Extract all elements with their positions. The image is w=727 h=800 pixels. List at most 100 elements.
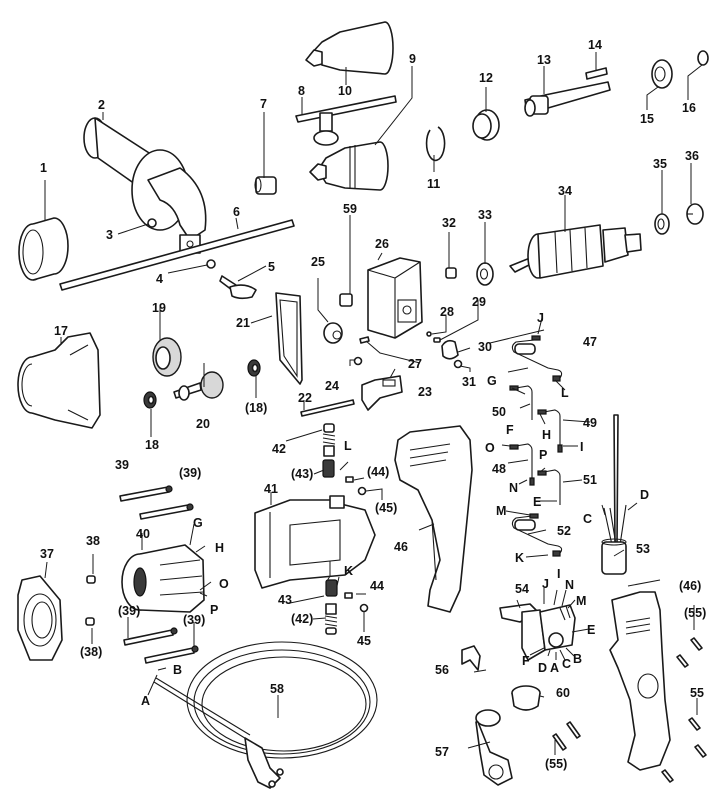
switch-terminal-I: I <box>557 567 560 581</box>
label-25: 25 <box>311 255 325 269</box>
part-50-wire <box>509 385 533 420</box>
part-12-bushing <box>472 109 500 141</box>
wire-label-D-53: D <box>640 488 649 502</box>
label-60: 60 <box>556 686 570 700</box>
part-42-carbon-brush-upper <box>322 423 336 457</box>
label-41: 41 <box>264 482 278 496</box>
label-38-ref: (38) <box>80 645 102 659</box>
part-40-stator <box>121 544 205 613</box>
part-39-screw-1 <box>119 485 173 502</box>
part-34-armature <box>509 224 642 279</box>
part-48-wire <box>509 443 535 486</box>
part-4-washer <box>206 259 216 269</box>
label-1: 1 <box>40 161 47 175</box>
label-10: 10 <box>338 84 352 98</box>
part-32-sleeve <box>445 267 457 279</box>
part-17-gearcase-front <box>17 332 101 429</box>
part-49-wire <box>537 409 563 453</box>
wire-label-G-50: G <box>487 374 497 388</box>
label-18-ref: (18) <box>245 401 267 415</box>
label-45-ref: (45) <box>375 501 397 515</box>
part-43-brush-holder-lower <box>325 579 338 597</box>
part-53-capacitor <box>601 414 627 575</box>
wire-label-G-40: G <box>193 516 203 530</box>
label-9: 9 <box>409 52 416 66</box>
label-4: 4 <box>156 272 163 286</box>
label-44: 44 <box>370 579 384 593</box>
label-8: 8 <box>298 84 305 98</box>
part-56-clamp <box>461 645 481 671</box>
label-33: 33 <box>478 208 492 222</box>
label-55: 55 <box>690 686 704 700</box>
wire-label-O-40: O <box>219 577 229 591</box>
part-16-circlip <box>697 50 709 66</box>
part-39-screw-2 <box>139 503 194 520</box>
part-29-spring <box>433 337 441 343</box>
part-6-depth-rod <box>59 219 295 291</box>
label-36: 36 <box>685 149 699 163</box>
label-37: 37 <box>40 547 54 561</box>
part-58-power-cord <box>153 641 378 789</box>
label-39-ref-c: (39) <box>183 613 205 627</box>
label-28: 28 <box>440 305 454 319</box>
part-55-screws <box>552 637 707 783</box>
part-52-suppressor-lead <box>511 513 563 557</box>
wire-label-H-40: H <box>215 541 224 555</box>
label-56: 56 <box>435 663 449 677</box>
label-16: 16 <box>682 101 696 115</box>
part-28-ball <box>426 331 432 337</box>
part-14-key <box>585 67 608 80</box>
part-5-wing-bolt <box>219 275 257 300</box>
label-57: 57 <box>435 745 449 759</box>
part-41-motor-housing <box>254 495 376 589</box>
label-55-ref-b: (55) <box>545 757 567 771</box>
wire-label-O-48: O <box>485 441 495 455</box>
label-14: 14 <box>588 38 602 52</box>
part-35-bearing <box>654 213 670 235</box>
label-13: 13 <box>537 53 551 67</box>
part-45-screw-lower <box>359 603 369 613</box>
wire-label-N-48: N <box>509 481 518 495</box>
label-17: 17 <box>54 324 68 338</box>
label-15: 15 <box>640 112 654 126</box>
label-45: 45 <box>357 634 371 648</box>
switch-terminal-N: N <box>565 578 574 592</box>
label-46: 46 <box>394 540 408 554</box>
wire-label-L-43: L <box>344 439 352 453</box>
wire-label-C-53: C <box>583 512 592 526</box>
label-20: 20 <box>196 417 210 431</box>
part-1-front-ring <box>18 217 69 281</box>
part-20-pinion-shaft <box>173 371 224 401</box>
label-43: 43 <box>278 593 292 607</box>
part-46b-handle-housing <box>609 591 671 771</box>
part-37-end-cover <box>17 575 63 661</box>
label-40: 40 <box>136 527 150 541</box>
wire-label-I-49: I <box>580 440 583 454</box>
label-23: 23 <box>418 385 432 399</box>
label-32: 32 <box>442 216 456 230</box>
switch-terminal-D: D <box>538 661 547 675</box>
part-44-clip-upper <box>345 476 354 483</box>
label-44-ref: (44) <box>367 465 389 479</box>
wire-label-P-40: P <box>210 603 218 617</box>
part-23-bracket <box>361 375 403 411</box>
label-6: 6 <box>233 205 240 219</box>
label-43-ref: (43) <box>291 467 313 481</box>
part-22-pin <box>300 399 355 417</box>
label-42-ref: (42) <box>291 612 313 626</box>
label-59: 59 <box>343 202 357 216</box>
part-15-bearing <box>651 59 673 89</box>
switch-terminal-B: B <box>573 652 582 666</box>
switch-terminal-A: A <box>550 661 559 675</box>
label-19: 19 <box>152 301 166 315</box>
part-7-sleeve <box>254 176 277 195</box>
wire-label-K-43: K <box>344 564 353 578</box>
label-2: 2 <box>98 98 105 112</box>
label-58: 58 <box>270 682 284 696</box>
part-59-sleeve <box>339 293 353 307</box>
part-11-circlip <box>425 126 446 162</box>
part-38-sleeve <box>86 575 96 584</box>
part-24-washer <box>353 356 363 366</box>
label-49: 49 <box>583 416 597 430</box>
